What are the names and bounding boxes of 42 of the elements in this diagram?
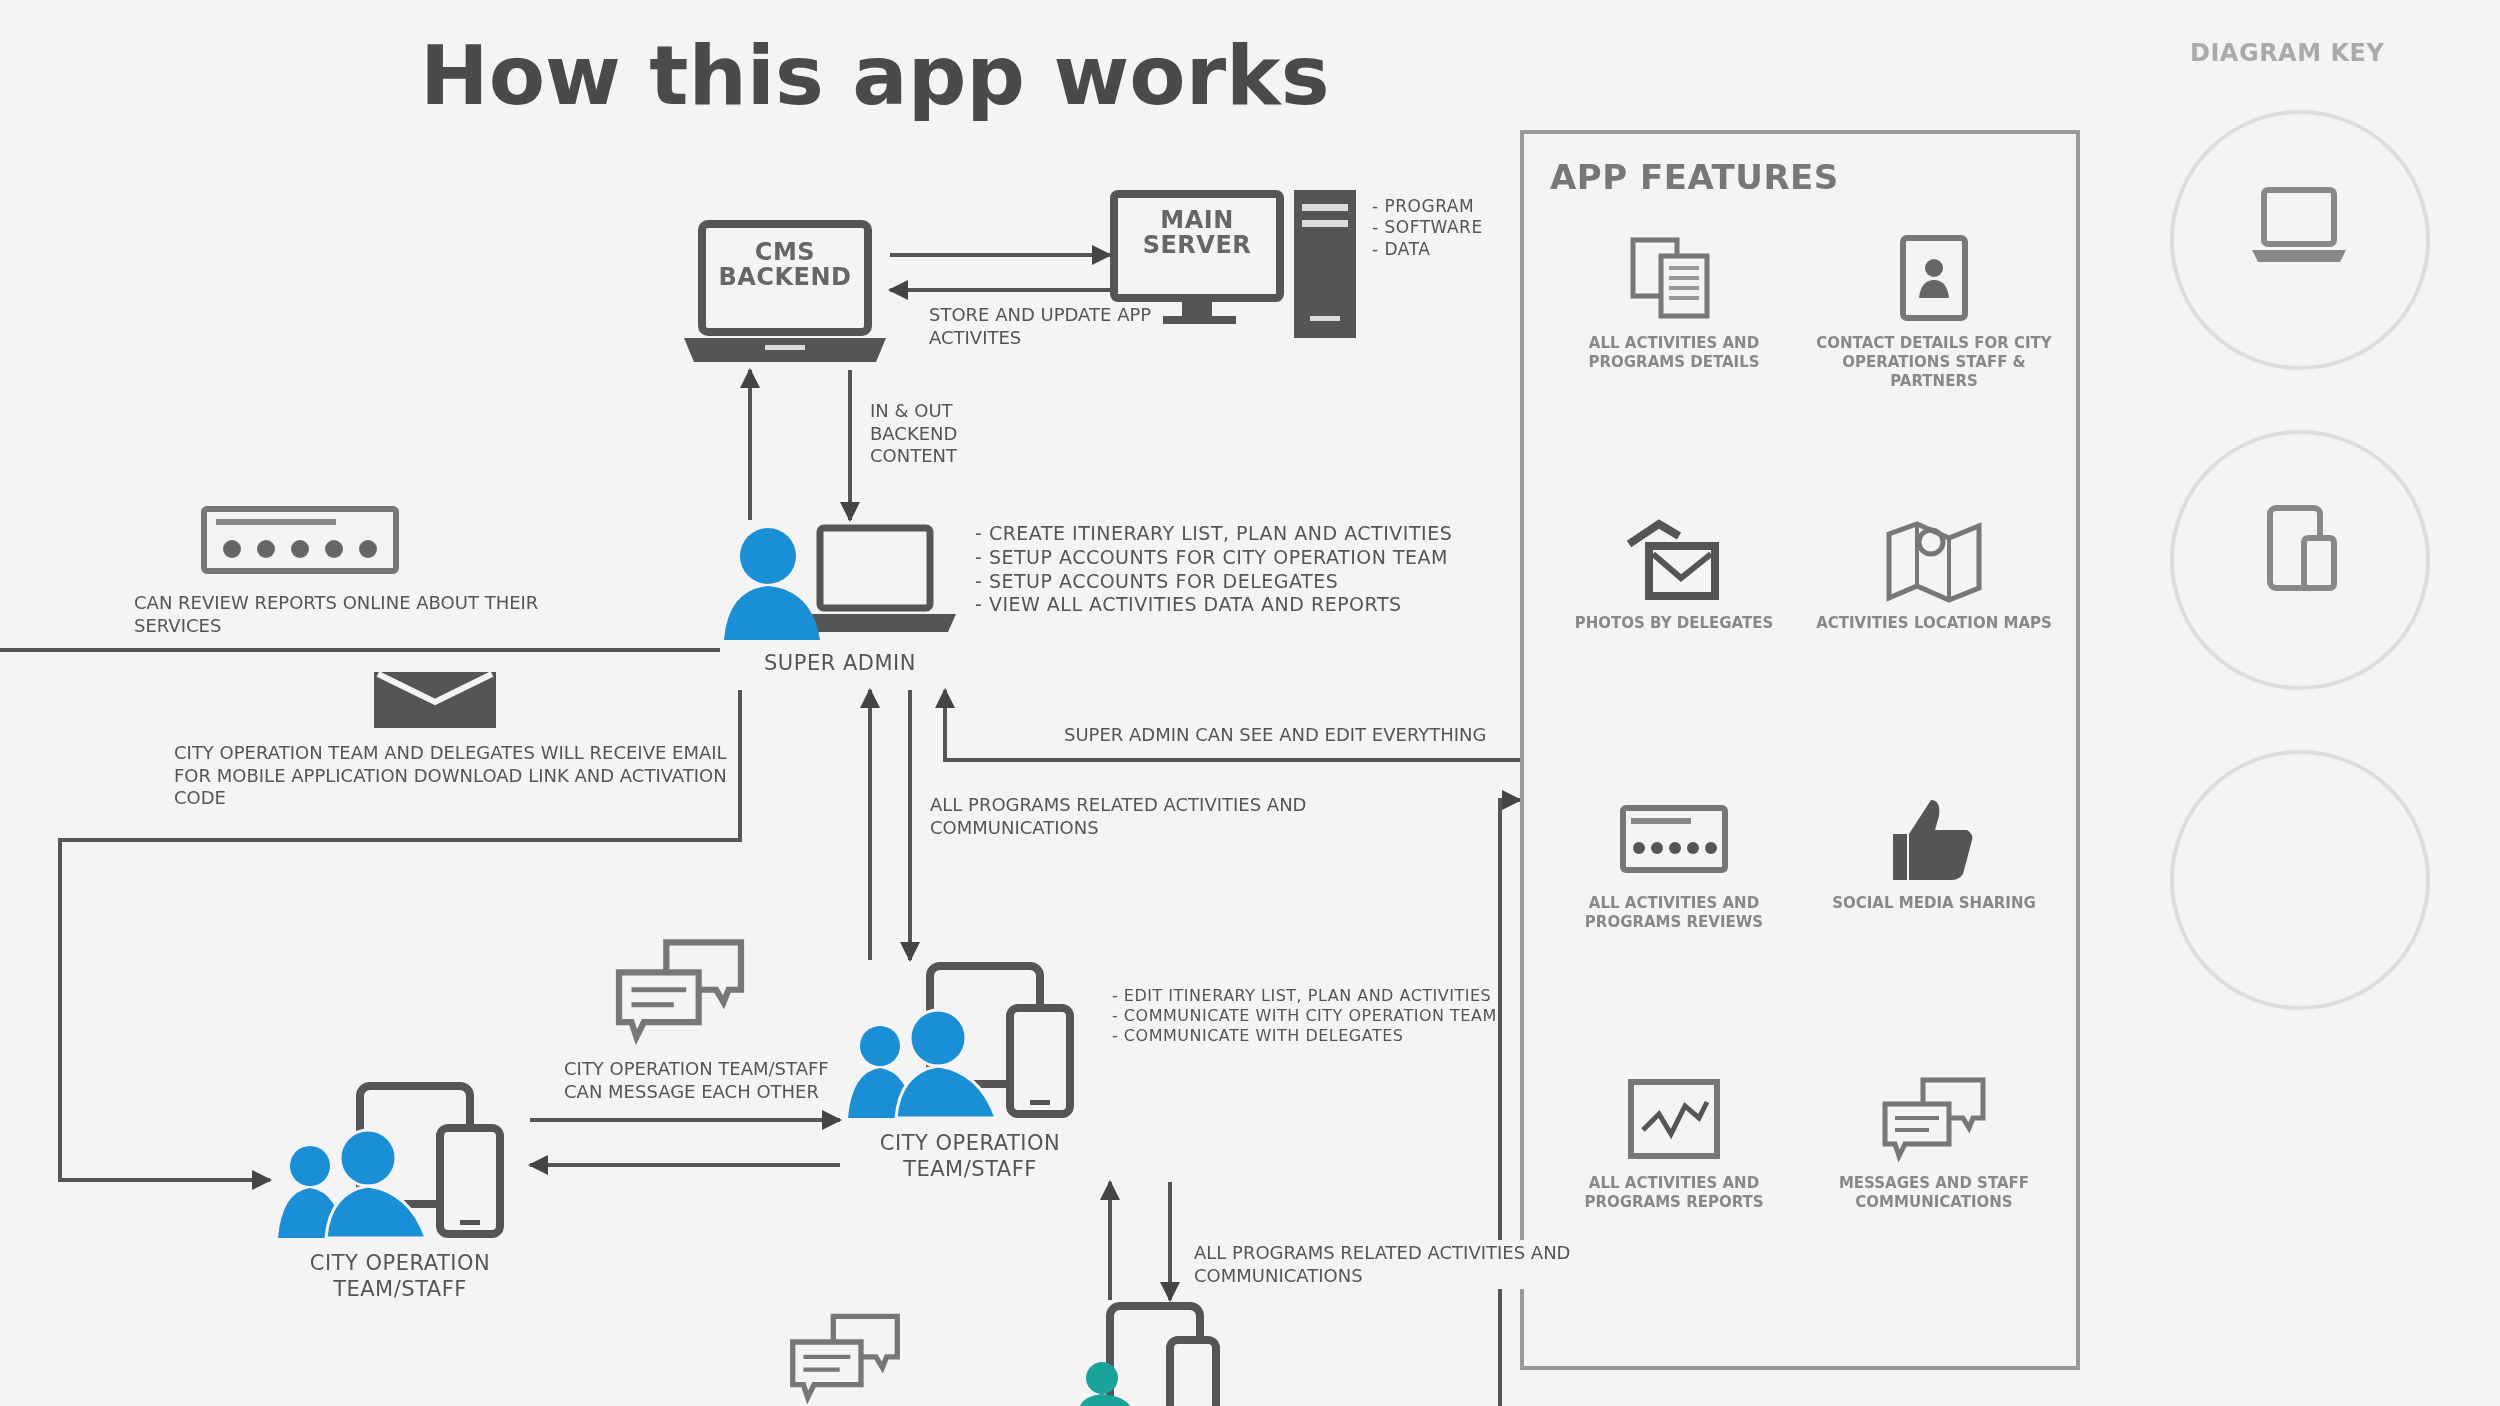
arrow [740,368,760,520]
arrow [528,1155,840,1175]
arrow [530,1110,842,1130]
note-text: - VIEW ALL ACTIVITIES DATA AND REPORTS [975,593,1403,617]
feature-label: CONTACT DETAILS FOR CITY OPERATIONS STAFF & PARTNERS [1815,334,2053,391]
role-label: CITY OPERATION TEAM/STAFF [308,1250,492,1303]
role-label: SUPER ADMIN [763,650,917,677]
feature-label: MESSAGES AND STAFF COMMUNICATIONS [1837,1174,2031,1212]
note-text: - COMMUNICATE WITH DELEGATES [1112,1026,1405,1046]
note-text: - DATA [1372,238,1432,260]
arrow [900,690,920,962]
arrow [58,690,742,1190]
arrow [935,688,1520,762]
note-text: - SETUP ACCOUNTS FOR CITY OPERATION TEAM [975,545,1449,570]
role-label: CITY OPERATION TEAM/STAFF [878,1130,1062,1183]
feature-label: ALL ACTIVITIES AND PROGRAMS DETAILS [1587,334,1761,372]
note-text: - SETUP ACCOUNTS FOR DELEGATES [975,569,1340,594]
key-heading: DIAGRAM KEY [2190,38,2385,68]
arrow [1160,1182,1180,1302]
arrow [888,280,1110,300]
arrow [890,245,1112,265]
key-circle [2170,430,2430,690]
arrow [860,688,880,960]
feature-label: PHOTOS BY DELEGATES [1573,614,1775,633]
feature-label: ALL ACTIVITIES AND PROGRAMS REVIEWS [1583,894,1765,932]
note-text: - SOFTWARE [1372,217,1484,239]
device-label: CMS BACKEND [717,240,853,291]
device-label: MAIN SERVER [1141,208,1253,259]
note-text: - CREATE ITINERARY LIST, PLAN AND ACTIVITIES [975,522,1454,546]
feature-label: ACTIVITIES LOCATION MAPS [1815,614,2053,633]
note-text: - EDIT ITINERARY LIST, PLAN AND ACTIVITIES [1112,986,1493,1006]
feature-label: ALL ACTIVITIES AND PROGRAMS REPORTS [1583,1174,1765,1212]
arrow [1498,790,1522,1406]
arrow [840,370,860,522]
note-text: - PROGRAM [1372,196,1476,218]
panel-heading: APP FEATURES [1550,156,1839,199]
page-title: How this app works [420,28,1330,123]
note-text: - COMMUNICATE WITH CITY OPERATION TEAM [1112,1006,1498,1026]
key-circle [2170,110,2430,370]
feature-label: SOCIAL MEDIA SHARING [1831,894,2037,913]
arrow [1100,1180,1120,1300]
connector-line [0,648,720,652]
